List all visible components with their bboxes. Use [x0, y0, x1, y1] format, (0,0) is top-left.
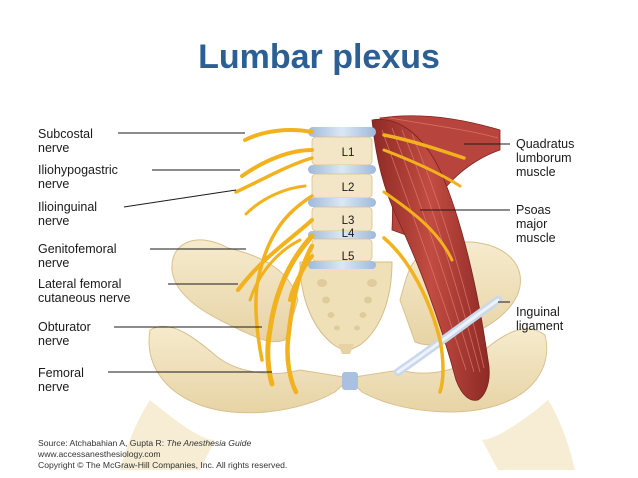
- label-ilioinguinal-1: Ilioinguinal: [38, 200, 97, 214]
- label-subcostal-2: nerve: [38, 141, 69, 155]
- vertebra-label-l3: L3: [342, 215, 355, 227]
- label-iliohypogastric-1: Iliohypogastric: [38, 163, 118, 177]
- slide-title: Lumbar plexus: [198, 38, 440, 76]
- vertebra-label-l1: L1: [342, 147, 355, 159]
- label-quadratus-2: lumborum: [516, 151, 572, 165]
- left-labels: Subcostal nerve Iliohypogastric nerve Il…: [38, 127, 130, 394]
- label-lateral-femoral-2: cutaneous nerve: [38, 291, 130, 305]
- label-obturator-2: nerve: [38, 334, 69, 348]
- source-copyright: Copyright © The McGraw-Hill Companies, I…: [38, 460, 287, 470]
- label-quadratus-1: Quadratus: [516, 137, 574, 151]
- label-ilioinguinal-2: nerve: [38, 214, 69, 228]
- nerve-branch-b: [248, 238, 302, 302]
- label-subcostal-1: Subcostal: [38, 127, 93, 141]
- label-lateral-femoral-1: Lateral femoral: [38, 277, 121, 291]
- femoral-nerve-path: [265, 233, 315, 387]
- label-genitofemoral-2: nerve: [38, 256, 69, 270]
- source-credit: Source: Atchabahian A, Gupta R: The Anes…: [37, 438, 287, 470]
- nerve-branch-a: [244, 184, 307, 216]
- sacral-foramina: [317, 279, 377, 331]
- nerve-branch-right-3: [382, 190, 454, 262]
- coccyx: [338, 344, 354, 354]
- source-line: Source: Atchabahian A, Gupta R: The Anes…: [38, 438, 251, 448]
- disc-2: [308, 165, 376, 174]
- iliohypogastric-nerve-path: [240, 148, 314, 178]
- disc-4: [308, 231, 376, 239]
- label-obturator-1: Obturator: [38, 320, 91, 334]
- left-hip-and-pubis: [148, 325, 352, 414]
- leader-lines: [108, 132, 510, 373]
- disc-3: [308, 198, 376, 207]
- nerves: [234, 128, 466, 395]
- lumbosacral-trunk-path: [288, 254, 314, 302]
- lateral-femoral-cutaneous-nerve-path: [236, 218, 314, 292]
- disc-1: [308, 127, 376, 137]
- lumbar-spine: L1 L2 L3 L4 L5: [308, 127, 376, 269]
- label-quadratus-3: muscle: [516, 165, 556, 179]
- label-inguinal-2: ligament: [516, 319, 564, 333]
- disc-5: [308, 261, 376, 269]
- label-inguinal-1: Inguinal: [516, 305, 560, 319]
- label-genitofemoral-1: Genitofemoral: [38, 242, 117, 256]
- source-prefix: Source: Atchabahian A, Gupta R:: [38, 438, 167, 448]
- vertebra-label-l2: L2: [342, 182, 355, 194]
- nerve-branch-right-4: [382, 236, 445, 394]
- pelvis: [120, 239, 575, 470]
- subcostal-nerve-path: [243, 128, 314, 142]
- vertebra-label-l4: L4: [342, 228, 355, 240]
- nerve-branch-right-1: [382, 133, 466, 160]
- label-femoral-2: nerve: [38, 380, 69, 394]
- ilioinguinal-nerve-path: [234, 156, 314, 194]
- nerve-branch-right-2: [382, 148, 462, 188]
- label-psoas-2: major: [516, 217, 547, 231]
- pubic-symphysis: [342, 372, 358, 390]
- label-femoral-1: Femoral: [38, 366, 84, 380]
- right-femur-stub: [482, 400, 575, 470]
- source-book: The Anesthesia Guide: [167, 438, 252, 448]
- right-labels: Quadratus lumborum muscle Psoas major mu…: [516, 137, 574, 333]
- sacrum: [299, 261, 393, 353]
- vertebra-label-l5: L5: [342, 251, 355, 263]
- label-iliohypogastric-2: nerve: [38, 177, 69, 191]
- source-url: www.accessanesthesiology.com: [37, 449, 161, 459]
- right-hip-and-pubis: [346, 328, 548, 413]
- left-femur-stub: [120, 400, 215, 470]
- label-psoas-3: muscle: [516, 231, 556, 245]
- label-psoas-1: Psoas: [516, 203, 551, 217]
